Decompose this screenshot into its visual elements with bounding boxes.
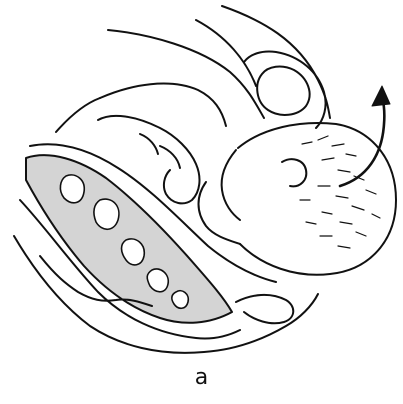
rotation-arrow-shaft: [340, 96, 384, 186]
hair-strokes: [300, 136, 380, 248]
fetal-neck: [199, 182, 241, 244]
fetal-ear: [282, 159, 306, 186]
torso-inner-line: [196, 20, 256, 86]
finger-curl: [160, 146, 180, 168]
rotation-arrow-icon: [372, 86, 390, 106]
arm-upper-edge: [108, 30, 264, 118]
forearm: [100, 84, 226, 126]
perineum: [236, 295, 293, 323]
panel-label: a: [0, 366, 403, 390]
fetal-face: [222, 150, 240, 220]
fetal-head: [238, 123, 396, 275]
symphysis-oval: [257, 67, 309, 115]
torso-outline: [222, 6, 330, 118]
knuckle: [140, 134, 158, 154]
arm-lower-edge: [56, 98, 100, 132]
